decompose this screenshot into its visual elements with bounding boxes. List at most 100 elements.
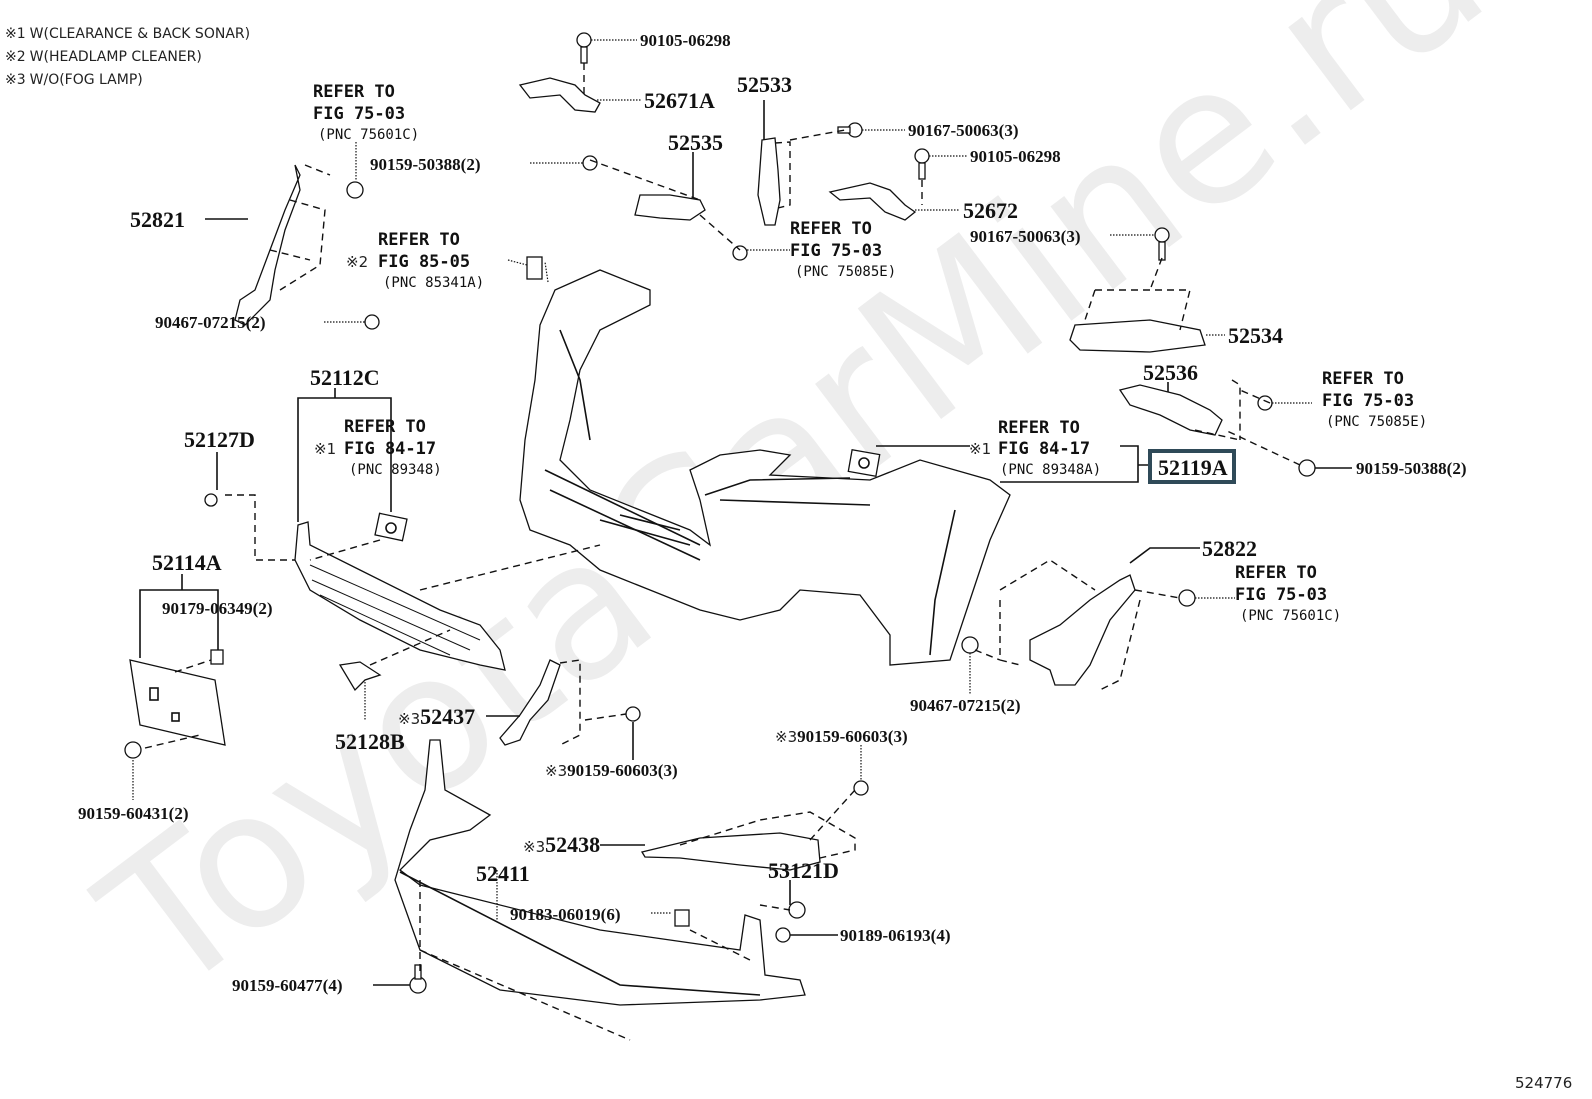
screw-icon[interactable] <box>732 245 748 261</box>
refer-line1: REFER TO <box>1235 563 1317 583</box>
part-label[interactable]: 52127D <box>184 427 255 452</box>
part-label[interactable]: 52536 <box>1143 360 1198 385</box>
refer-figure[interactable]: FIG 75-03 <box>1322 391 1414 411</box>
part-label[interactable]: 90105-06298 <box>640 31 731 50</box>
license-plate-bracket-52114A[interactable] <box>129 659 226 746</box>
part-label[interactable]: 90183-06019(6) <box>510 905 620 924</box>
bolt-icon[interactable] <box>124 741 142 759</box>
bumper-cover-illustration[interactable] <box>519 269 1011 666</box>
refer-mark: ※2 <box>346 253 368 271</box>
part-label[interactable]: ※390159-60603(3) <box>545 761 678 780</box>
refer-figure[interactable]: FIG 84-17 <box>344 439 436 459</box>
refer-callout[interactable]: REFER TO FIG 75-03 (PNC 75085E) <box>1322 369 1427 430</box>
nut-icon[interactable] <box>674 909 690 927</box>
part-label[interactable]: 90179-06349(2) <box>162 599 272 618</box>
clip-icon[interactable] <box>204 493 218 507</box>
refer-callout[interactable]: REFER TO ※2 FIG 85-05 (PNC 85341A) <box>346 230 484 291</box>
part-labels: 90105-06298 52671A 52533 52535 90167-500… <box>78 31 1466 995</box>
refer-callout[interactable]: REFER TO FIG 75-03 (PNC 75085E) <box>790 219 896 280</box>
bracket-52533-illustration[interactable] <box>757 137 791 226</box>
bracket-52437-illustration[interactable] <box>499 659 581 746</box>
bracket-52535-illustration[interactable] <box>634 194 706 221</box>
bracket-52672-illustration[interactable] <box>828 182 917 221</box>
part-label[interactable]: 90105-06298 <box>970 147 1061 166</box>
part-label[interactable]: 52672 <box>963 198 1018 223</box>
part-label[interactable]: 52128B <box>335 729 405 754</box>
part-label[interactable]: 90159-50388(2) <box>370 155 480 174</box>
nut-icon[interactable] <box>210 649 224 665</box>
bolt-icon[interactable] <box>914 148 930 180</box>
figure-number: 524776 <box>1515 1074 1572 1092</box>
clip-icon[interactable] <box>775 927 791 943</box>
part-label[interactable]: 53121D <box>768 858 839 883</box>
lower-grille-illustration[interactable] <box>294 521 506 671</box>
sonar-sensor-holder-left[interactable] <box>374 512 408 542</box>
leader-lines <box>132 39 1352 1041</box>
bracket-52822-illustration[interactable] <box>999 559 1141 691</box>
part-label[interactable]: 90189-06193(4) <box>840 926 950 945</box>
screw-icon[interactable] <box>582 155 598 171</box>
refer-figure[interactable]: FIG 85-05 <box>378 252 470 272</box>
refer-pnc: (PNC 89348) <box>349 462 442 478</box>
part-label[interactable]: 52534 <box>1228 323 1283 348</box>
refer-callout[interactable]: REFER TO ※1 FIG 84-17 (PNC 89348A) <box>969 418 1101 478</box>
bolt-icon[interactable] <box>576 32 592 64</box>
retainer-52536-illustration[interactable] <box>1118 379 1241 441</box>
highlighted-part-52119A[interactable]: 52119A <box>1148 449 1236 484</box>
refer-figure[interactable]: FIG 75-03 <box>313 104 405 124</box>
part-label[interactable]: ※352437 <box>398 704 475 729</box>
svg-text:※3W/O(FOG LAMP): ※3W/O(FOG LAMP) <box>5 72 143 88</box>
bolt-icon[interactable] <box>625 706 641 722</box>
refer-line1: REFER TO <box>313 82 395 102</box>
part-label[interactable]: 52535 <box>668 130 723 155</box>
refer-mark: ※1 <box>314 440 336 458</box>
part-label[interactable]: 90159-60431(2) <box>78 804 188 823</box>
headlamp-cleaner-cap-icon[interactable] <box>526 256 543 280</box>
refer-pnc: (PNC 75601C) <box>1240 608 1341 624</box>
highlighted-part-label[interactable]: 52119A <box>1158 455 1228 480</box>
note-mark: ※3 <box>5 72 26 88</box>
retainer-52534-illustration[interactable] <box>1069 289 1206 353</box>
bolt-icon[interactable] <box>409 964 427 994</box>
part-label[interactable]: 52822 <box>1202 536 1257 561</box>
part-label[interactable]: 90467-07215(2) <box>910 696 1020 715</box>
clip-icon[interactable] <box>346 181 364 199</box>
part-label[interactable]: ※352438 <box>523 832 600 857</box>
part-label[interactable]: 52112C <box>310 365 380 390</box>
part-label[interactable]: 90167-50063(3) <box>908 121 1018 140</box>
bolt-icon[interactable] <box>853 780 869 796</box>
part-label[interactable]: 90159-50388(2) <box>1356 459 1466 478</box>
refer-pnc: (PNC 75085E) <box>795 264 896 280</box>
refer-figure[interactable]: FIG 75-03 <box>1235 585 1327 605</box>
bracket-52128B-illustration[interactable] <box>338 661 382 692</box>
refer-figure[interactable]: FIG 75-03 <box>790 241 882 261</box>
part-label[interactable]: 90159-60477(4) <box>232 976 342 995</box>
part-label[interactable]: 90167-50063(3) <box>970 227 1080 246</box>
bolt-icon[interactable] <box>1298 459 1316 477</box>
sonar-sensor-holder-right[interactable] <box>847 448 881 478</box>
bracket-52438-illustration[interactable] <box>640 811 856 871</box>
part-label[interactable]: ※390159-60603(3) <box>775 727 908 746</box>
clip-icon[interactable] <box>1178 589 1196 607</box>
bracket-52671A-illustration[interactable] <box>518 77 601 113</box>
refer-figure[interactable]: FIG 84-17 <box>998 439 1090 459</box>
lower-spoiler-illustration[interactable] <box>394 739 806 1006</box>
part-label[interactable]: 52821 <box>130 207 185 232</box>
refer-pnc: (PNC 89348A) <box>1000 462 1101 478</box>
part-label[interactable]: 52533 <box>737 72 792 97</box>
part-label[interactable]: 52671A <box>644 88 715 113</box>
part-label[interactable]: 52411 <box>476 861 530 886</box>
part-label[interactable]: 52114A <box>152 550 222 575</box>
refer-mark: ※1 <box>969 440 991 458</box>
refer-line1: REFER TO <box>378 230 460 250</box>
part-label[interactable]: 90467-07215(2) <box>155 313 265 332</box>
refer-callout[interactable]: REFER TO FIG 75-03 (PNC 75601C) <box>313 82 419 143</box>
refer-callout[interactable]: REFER TO FIG 75-03 (PNC 75601C) <box>1235 563 1341 624</box>
refer-callout[interactable]: REFER TO ※1 FIG 84-17 (PNC 89348) <box>314 417 442 478</box>
clip-icon[interactable] <box>364 314 380 330</box>
note-text: W/O(FOG LAMP) <box>30 72 143 88</box>
bolt-icon[interactable] <box>1154 227 1170 261</box>
bracket-52821-illustration[interactable] <box>234 164 331 326</box>
clip-icon[interactable] <box>788 901 806 919</box>
